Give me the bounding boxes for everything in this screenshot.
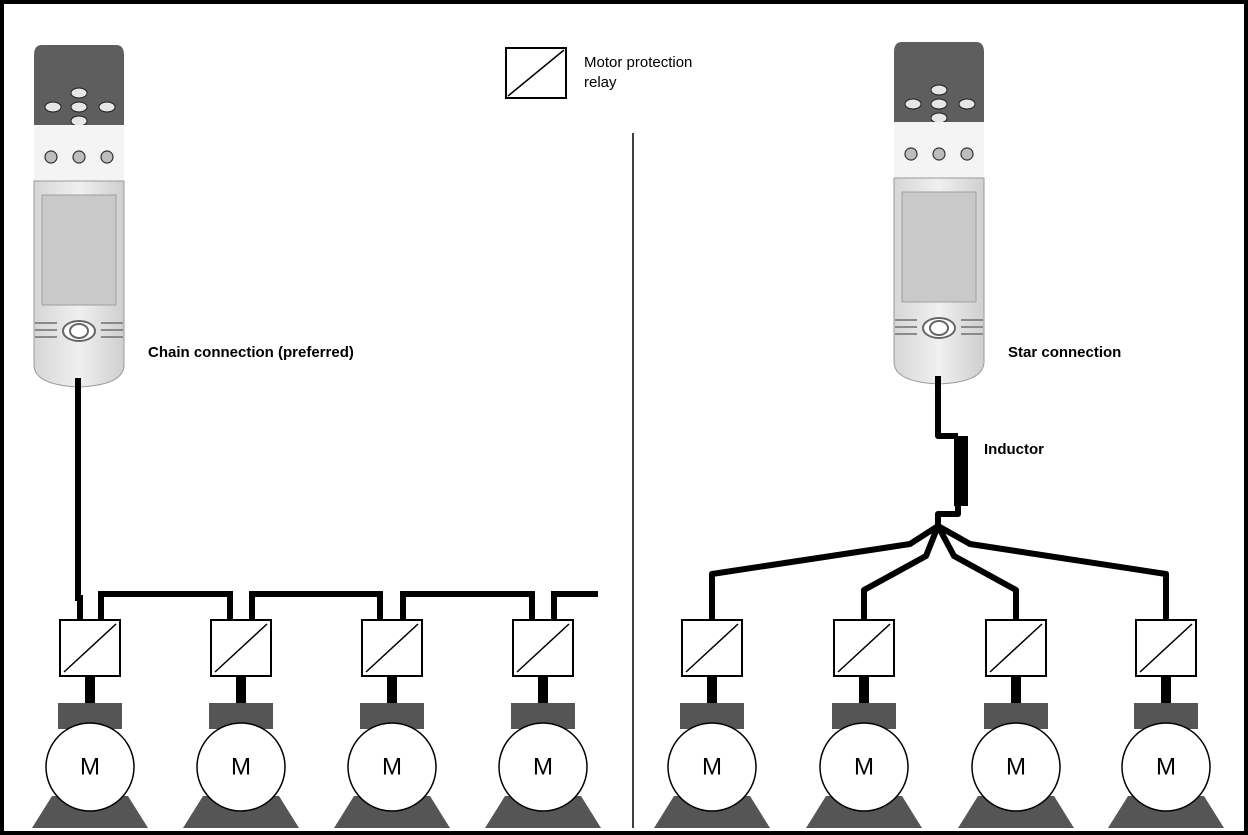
drive-unit-right: [893, 42, 985, 385]
logo-ring: [922, 317, 956, 339]
motor-letter: M: [1006, 754, 1026, 781]
keypad-down-button: [70, 115, 88, 127]
relay-diagonal: [214, 623, 268, 673]
drive-front-panel: [41, 194, 117, 306]
motor-body: [45, 722, 135, 812]
logo-inner: [69, 323, 89, 339]
motor-unit: M: [806, 619, 922, 828]
motor-body: [347, 722, 437, 812]
keypad-left-button: [904, 98, 922, 110]
control-button: [904, 147, 918, 161]
keypad-left-button: [44, 101, 62, 113]
motor-base: [654, 796, 770, 828]
motor-body: [971, 722, 1061, 812]
chain-wiring: [75, 378, 598, 620]
keypad-housing: [34, 45, 124, 125]
keypad-mode-button: [930, 98, 948, 110]
motor-unit: M: [183, 619, 299, 828]
chain-connection-label: Chain connection (preferred): [148, 344, 354, 361]
motor-letter: M: [854, 754, 874, 781]
motor-feed: [1011, 676, 1021, 703]
control-button: [72, 150, 86, 164]
keypad-up-button: [930, 84, 948, 96]
star-connection-label: Star connection: [1008, 344, 1121, 361]
motor-unit: M: [958, 619, 1074, 828]
motor-letter: M: [80, 754, 100, 781]
motor-feed: [236, 676, 246, 703]
legend-text-line1: Motor protection: [584, 54, 692, 71]
motor-letter: M: [231, 754, 251, 781]
motor-letter: M: [702, 754, 722, 781]
motor-letter: M: [533, 754, 553, 781]
motor-feed: [1161, 676, 1171, 703]
motor-feed: [538, 676, 548, 703]
star-wiring: [709, 376, 1169, 620]
relay-diagonal: [63, 623, 117, 673]
motor-base: [958, 796, 1074, 828]
relay-diagonal: [837, 623, 891, 673]
control-button: [44, 150, 58, 164]
motor-body: [196, 722, 286, 812]
legend-text-line2: relay: [584, 74, 617, 91]
control-button: [100, 150, 114, 164]
logo-ring: [62, 320, 96, 342]
motor-feed: [85, 676, 95, 703]
keypad-housing: [894, 42, 984, 122]
legend: Motor protection relay: [505, 47, 692, 99]
motor-unit: M: [485, 619, 601, 828]
motor-letter: M: [382, 754, 402, 781]
motor-base: [334, 796, 450, 828]
motor-feed: [387, 676, 397, 703]
motor-unit: M: [654, 619, 770, 828]
motor-base: [485, 796, 601, 828]
motor-feed: [859, 676, 869, 703]
keypad-up-button: [70, 87, 88, 99]
motor-unit: M: [32, 619, 148, 828]
keypad-right-button: [958, 98, 976, 110]
relay-diagonal: [685, 623, 739, 673]
keypad-right-button: [98, 101, 116, 113]
motor-base: [32, 796, 148, 828]
motor-body: [819, 722, 909, 812]
motor-feed: [707, 676, 717, 703]
relay-diagonal: [365, 623, 419, 673]
motor-unit: M: [1108, 619, 1224, 828]
motor-body: [1121, 722, 1211, 812]
motor-body: [498, 722, 588, 812]
control-button: [932, 147, 946, 161]
inductor-label: Inductor: [984, 441, 1044, 458]
logo-inner: [929, 320, 949, 336]
relay-diagonal: [516, 623, 570, 673]
inductor-coil: [954, 436, 968, 506]
motor-body: [667, 722, 757, 812]
drive-front-panel: [901, 191, 977, 303]
motor-unit: M: [334, 619, 450, 828]
motor-base: [1108, 796, 1224, 828]
control-button: [960, 147, 974, 161]
keypad-down-button: [930, 112, 948, 124]
relay-diagonal: [989, 623, 1043, 673]
keypad-mode-button: [70, 101, 88, 113]
motor-base: [183, 796, 299, 828]
motor-letter: M: [1156, 754, 1176, 781]
relay-diagonal: [1139, 623, 1193, 673]
legend-relay-symbol: [505, 47, 567, 99]
drive-unit-left: [33, 45, 125, 388]
motor-base: [806, 796, 922, 828]
